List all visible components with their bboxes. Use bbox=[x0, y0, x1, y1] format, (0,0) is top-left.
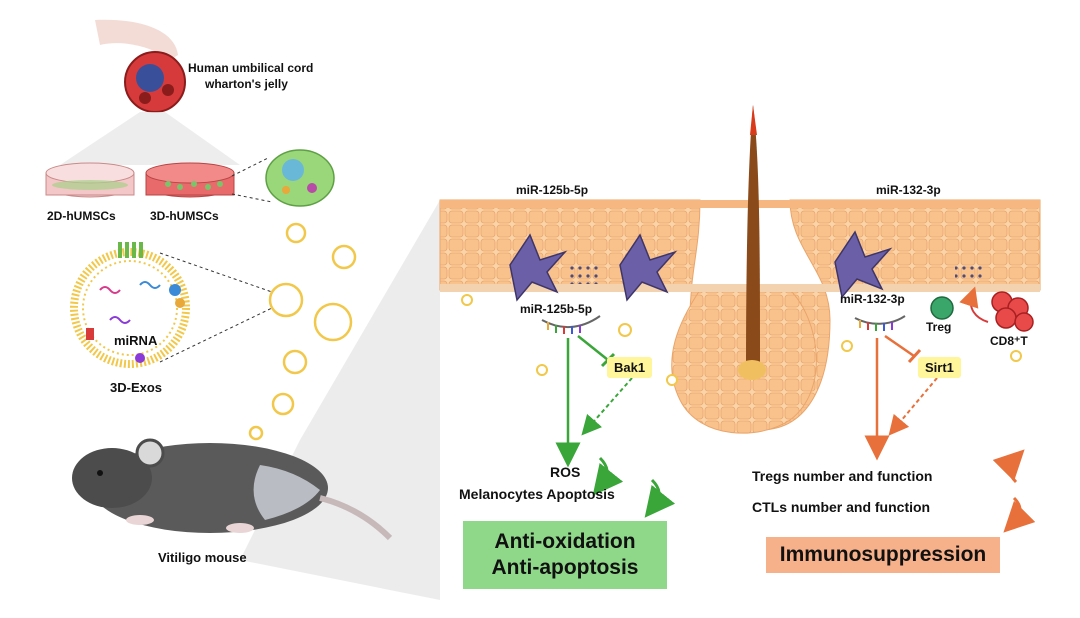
right-inhibit-line bbox=[884, 334, 915, 358]
cd8-to-treg-arrow bbox=[959, 286, 989, 323]
tregs-up-arrow bbox=[992, 449, 1025, 484]
exosome-name-label: 3D-Exos bbox=[110, 380, 162, 395]
umbilical-cord-icon bbox=[95, 19, 186, 113]
exosome-small-icons bbox=[248, 222, 357, 441]
sirt1-tag: Sirt1 bbox=[918, 357, 961, 378]
right-mirna-label: miR-132-3p bbox=[840, 292, 905, 306]
skin-header-left: miR-125b-5p bbox=[516, 183, 588, 197]
left-mirna-bases bbox=[547, 322, 581, 334]
zoom-cone bbox=[60, 112, 240, 165]
exosome-large-icon bbox=[70, 242, 190, 368]
stem-cell-icon bbox=[265, 149, 335, 207]
mouse-icon bbox=[72, 438, 393, 541]
hair-shaft bbox=[746, 105, 760, 370]
left-mirna-strand bbox=[541, 315, 601, 329]
ros-down-arrow bbox=[592, 456, 624, 496]
cd8-label: CD8⁺T bbox=[990, 334, 1028, 348]
dish-3d-label: 3D-hUMSCs bbox=[150, 209, 219, 223]
ctls-down-arrow bbox=[1003, 496, 1036, 533]
left-inhibit-line bbox=[577, 335, 609, 361]
hair-bulb bbox=[738, 360, 766, 380]
immunosuppression-label: Immunosuppression bbox=[779, 543, 987, 566]
dish-2d-icon bbox=[45, 162, 135, 198]
source-label-line2: wharton's jelly bbox=[204, 77, 288, 91]
skin-section bbox=[439, 199, 1041, 434]
right-outcome-2: CTLs number and function bbox=[752, 499, 930, 515]
left-mirna-label: miR-125b-5p bbox=[520, 302, 592, 316]
left-dashed-arrow bbox=[581, 377, 633, 436]
anti-oxidation-label: Anti-oxidation bbox=[494, 530, 636, 553]
right-mirna-strand bbox=[854, 315, 906, 325]
cd8-cell-icon bbox=[991, 291, 1034, 332]
right-outcome-1: Tregs number and function bbox=[752, 468, 932, 484]
anti-apoptosis-label: Anti-apoptosis bbox=[491, 556, 639, 579]
treg-label: Treg bbox=[926, 320, 951, 334]
bak1-tag: Bak1 bbox=[607, 357, 653, 378]
exosome-cargo-label: miRNA bbox=[114, 333, 158, 348]
dish-2d-label: 2D-hUMSCs bbox=[47, 209, 116, 223]
mouse-label: Vitiligo mouse bbox=[158, 550, 247, 565]
right-mirna-bases bbox=[859, 320, 893, 331]
source-label-line1: Human umbilical cord bbox=[188, 61, 313, 75]
anti-effect-box: Anti-oxidation Anti-apoptosis bbox=[463, 521, 667, 589]
skin-header-right: miR-132-3p bbox=[876, 183, 941, 197]
left-outcome-1: ROS bbox=[550, 464, 580, 480]
immunosuppression-box: Immunosuppression bbox=[766, 537, 1000, 573]
exosome-skin-icons bbox=[461, 294, 1022, 386]
bak1-label: Bak1 bbox=[614, 360, 646, 375]
melanosome-clusters bbox=[568, 262, 983, 284]
dish-3d-icon bbox=[145, 162, 235, 198]
apoptosis-down-arrow bbox=[644, 478, 676, 518]
hair-tip bbox=[750, 105, 757, 135]
right-dashed-arrow bbox=[888, 377, 938, 436]
sirt1-label: Sirt1 bbox=[925, 360, 954, 375]
treg-cell-icon bbox=[930, 296, 954, 320]
melanocyte-icons bbox=[509, 230, 893, 302]
left-outcome-2: Melanocytes Apoptosis bbox=[459, 486, 615, 502]
